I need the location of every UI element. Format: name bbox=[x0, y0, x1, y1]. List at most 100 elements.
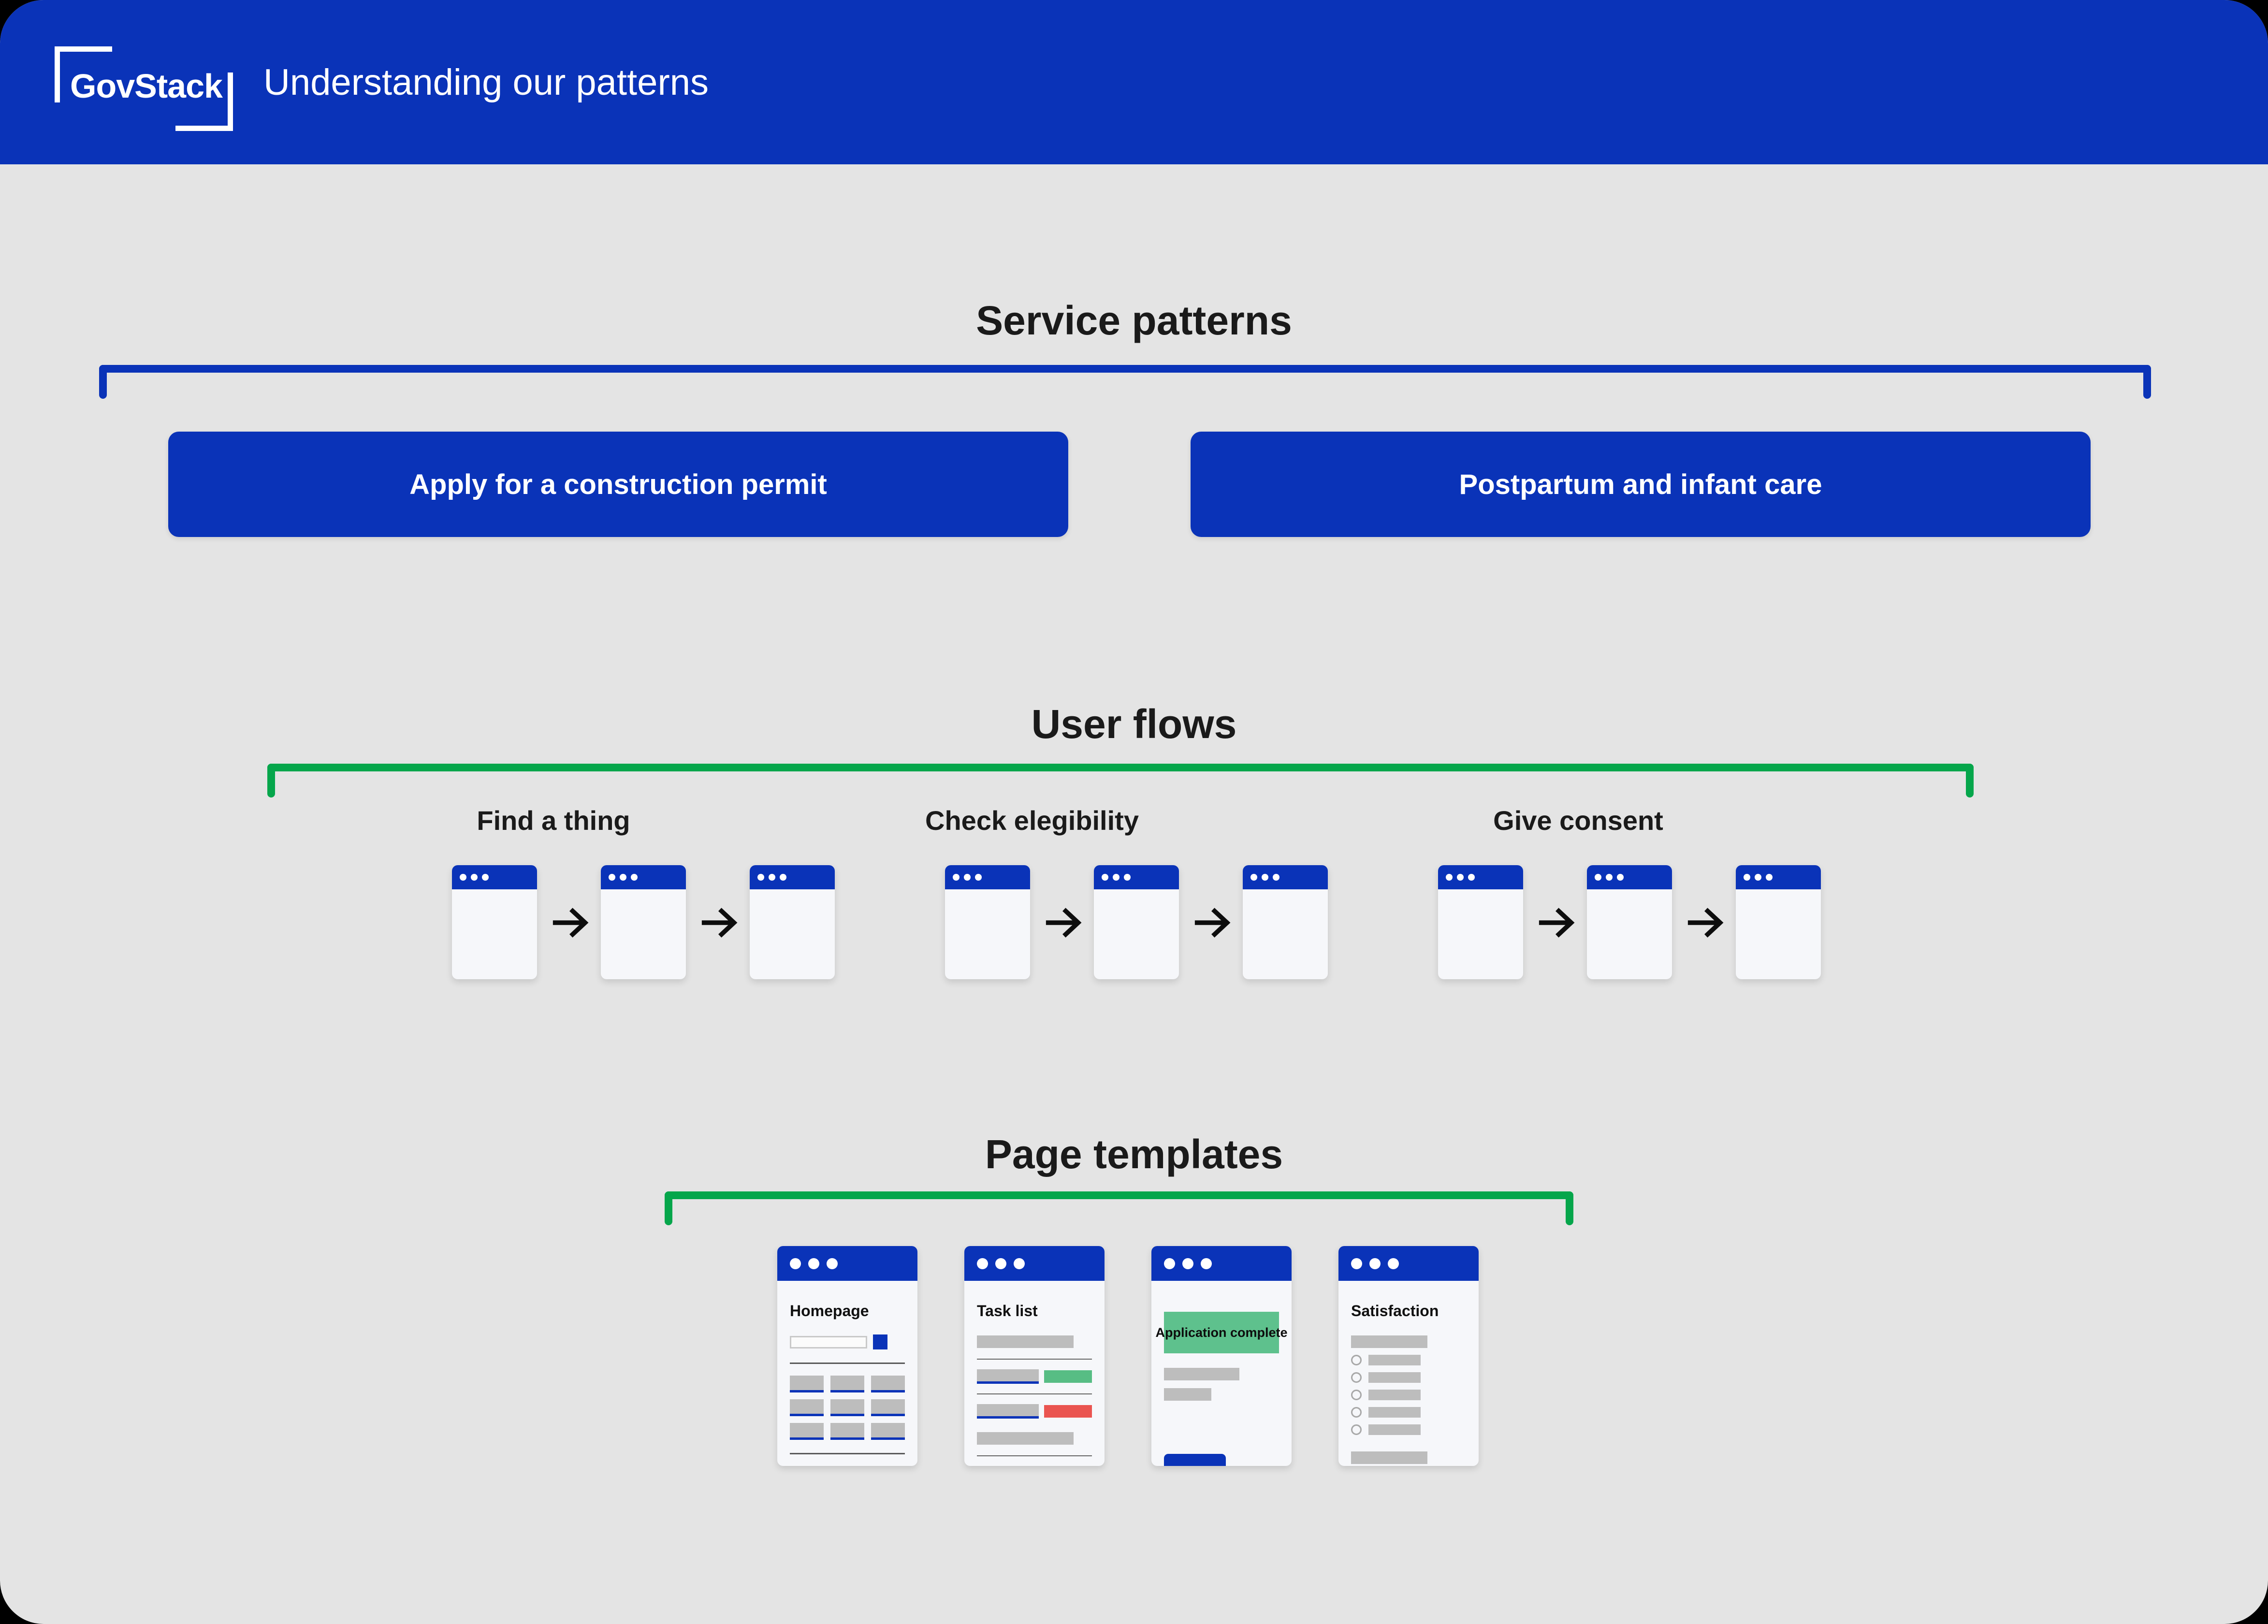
window-dot-icon bbox=[953, 874, 960, 881]
window-dot-icon bbox=[1351, 1258, 1362, 1269]
radio-button-icon[interactable] bbox=[1351, 1372, 1362, 1383]
search-button[interactable] bbox=[873, 1334, 887, 1349]
status-badge-incomplete bbox=[1044, 1405, 1092, 1418]
radio-label-placeholder bbox=[1368, 1372, 1421, 1383]
task-link[interactable] bbox=[977, 1404, 1039, 1419]
radio-option[interactable] bbox=[1351, 1355, 1466, 1365]
flow-step-card[interactable] bbox=[945, 865, 1030, 979]
radio-button-icon[interactable] bbox=[1351, 1390, 1362, 1400]
flow-arrow-right-icon bbox=[1686, 902, 1728, 943]
success-banner: Application complete bbox=[1155, 1312, 1288, 1353]
flow-step-card[interactable] bbox=[750, 865, 835, 979]
radio-label-placeholder bbox=[1368, 1424, 1421, 1435]
window-dot-icon bbox=[1468, 874, 1475, 881]
task-group-heading bbox=[977, 1432, 1074, 1445]
window-titlebar bbox=[945, 865, 1030, 889]
window-dot-icon bbox=[780, 874, 786, 881]
card-title: Homepage bbox=[790, 1302, 869, 1320]
link-placeholder[interactable] bbox=[790, 1376, 824, 1392]
divider bbox=[977, 1393, 1092, 1394]
bracket-page-templates bbox=[665, 1191, 1573, 1225]
radio-option[interactable] bbox=[1351, 1372, 1466, 1383]
window-dot-icon bbox=[975, 874, 982, 881]
link-placeholder[interactable] bbox=[830, 1423, 864, 1440]
radio-option[interactable] bbox=[1351, 1407, 1466, 1418]
flow-arrow-right-icon bbox=[551, 902, 593, 943]
card-title: Satisfaction bbox=[1351, 1302, 1439, 1320]
link-placeholder[interactable] bbox=[790, 1423, 824, 1440]
success-banner-label: Application complete bbox=[1155, 1325, 1288, 1340]
window-dot-icon bbox=[1617, 874, 1624, 881]
primary-action-button[interactable] bbox=[1164, 1454, 1226, 1466]
window-titlebar bbox=[601, 865, 686, 889]
window-dot-icon bbox=[769, 874, 775, 881]
status-badge-complete bbox=[1044, 1370, 1092, 1383]
flow-arrow-right-icon bbox=[700, 902, 741, 943]
service-pattern-button-label: Apply for a construction permit bbox=[409, 468, 827, 500]
window-titlebar bbox=[777, 1246, 917, 1281]
window-titlebar bbox=[750, 865, 835, 889]
window-dot-icon bbox=[1766, 874, 1773, 881]
bracket-service-patterns bbox=[99, 365, 2151, 399]
section-title-user-flows: User flows bbox=[1031, 701, 1237, 747]
page-template-card-task-list[interactable]: Task list bbox=[964, 1246, 1105, 1466]
card-body: Application complete bbox=[1151, 1281, 1292, 1466]
card-body: Satisfaction bbox=[1338, 1281, 1479, 1466]
link-placeholder[interactable] bbox=[830, 1376, 864, 1392]
divider bbox=[977, 1455, 1092, 1456]
window-dot-icon bbox=[1113, 874, 1119, 881]
link-placeholder[interactable] bbox=[830, 1399, 864, 1416]
divider bbox=[790, 1363, 905, 1364]
bracket-tick-right bbox=[1966, 764, 1974, 798]
flow-step-card[interactable] bbox=[452, 865, 537, 979]
window-dot-icon bbox=[1262, 874, 1268, 881]
page-template-card-application-complete[interactable]: Application complete bbox=[1151, 1246, 1292, 1466]
flow-step-card[interactable] bbox=[1587, 865, 1672, 979]
service-pattern-button-postpartum-care[interactable]: Postpartum and infant care bbox=[1191, 432, 2091, 537]
bracket-user-flows bbox=[267, 764, 1974, 798]
logo-wordmark: GovStack bbox=[70, 67, 223, 105]
window-titlebar bbox=[964, 1246, 1105, 1281]
link-placeholder[interactable] bbox=[871, 1423, 905, 1440]
window-dot-icon bbox=[1250, 874, 1257, 881]
window-titlebar bbox=[452, 865, 537, 889]
text-placeholder bbox=[1164, 1368, 1239, 1380]
flow-step-card[interactable] bbox=[1094, 865, 1179, 979]
link-placeholder[interactable] bbox=[790, 1399, 824, 1416]
window-dot-icon bbox=[631, 874, 638, 881]
task-link[interactable] bbox=[977, 1369, 1039, 1384]
window-dot-icon bbox=[808, 1258, 819, 1269]
text-placeholder bbox=[1164, 1388, 1211, 1401]
radio-option[interactable] bbox=[1351, 1390, 1466, 1400]
task-row[interactable] bbox=[977, 1404, 1092, 1419]
window-dot-icon bbox=[1446, 874, 1453, 881]
link-placeholder[interactable] bbox=[871, 1399, 905, 1416]
window-dot-icon bbox=[1457, 874, 1464, 881]
flow-step-card[interactable] bbox=[1243, 865, 1328, 979]
link-placeholder[interactable] bbox=[871, 1376, 905, 1392]
flow-step-card[interactable] bbox=[1438, 865, 1523, 979]
radio-button-icon[interactable] bbox=[1351, 1407, 1362, 1418]
window-titlebar bbox=[1736, 865, 1821, 889]
service-pattern-button-construction-permit[interactable]: Apply for a construction permit bbox=[168, 432, 1068, 537]
flow-arrow-right-icon bbox=[1537, 902, 1579, 943]
page-template-card-satisfaction[interactable]: Satisfaction bbox=[1338, 1246, 1479, 1466]
bracket-tick-left bbox=[267, 764, 275, 798]
flow-step-card[interactable] bbox=[1736, 865, 1821, 979]
search-row bbox=[790, 1334, 905, 1349]
flow-step-card[interactable] bbox=[601, 865, 686, 979]
window-dot-icon bbox=[964, 874, 971, 881]
search-input[interactable] bbox=[790, 1335, 867, 1348]
window-dot-icon bbox=[1595, 874, 1601, 881]
page-template-card-homepage[interactable]: Homepage bbox=[777, 1246, 917, 1466]
flow-arrow-right-icon bbox=[1044, 902, 1086, 943]
bracket-bar bbox=[267, 764, 1974, 771]
radio-button-icon[interactable] bbox=[1351, 1355, 1362, 1365]
radio-option[interactable] bbox=[1351, 1424, 1466, 1435]
window-titlebar bbox=[1587, 865, 1672, 889]
task-row[interactable] bbox=[977, 1369, 1092, 1384]
section-title-page-templates: Page templates bbox=[985, 1131, 1283, 1177]
radio-button-icon[interactable] bbox=[1351, 1424, 1362, 1435]
page-title: Understanding our patterns bbox=[263, 61, 709, 103]
